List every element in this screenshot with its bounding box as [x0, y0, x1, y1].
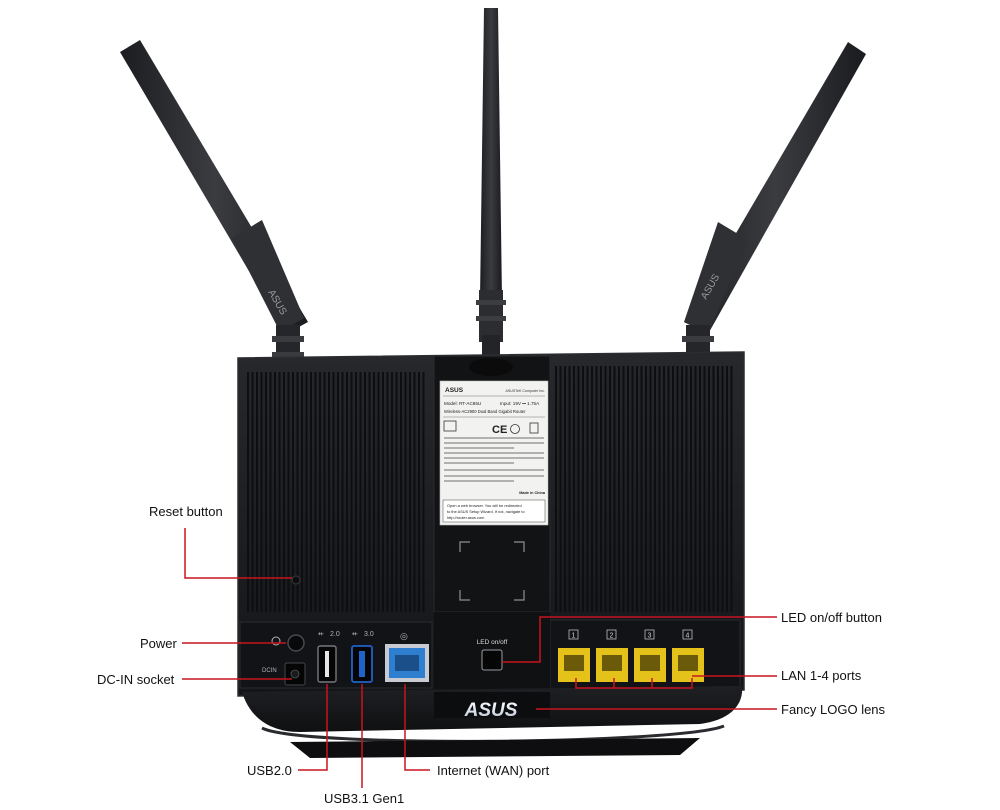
- power-icon: [271, 636, 281, 646]
- sticker-made-in: Made in China: [519, 491, 546, 495]
- callout-usb3: USB3.1 Gen1: [324, 791, 405, 806]
- lan-port-1[interactable]: 1: [558, 629, 590, 682]
- lan-port-socket: [564, 655, 584, 671]
- lan-port-socket: [602, 655, 622, 671]
- sticker-input: Input: 19V ⎓ 1.75A: [500, 401, 540, 406]
- usb3-icon: ⇷: [352, 631, 358, 638]
- sticker-setup-line-2: to the ASUS Setup Wizard. If not, naviga…: [447, 509, 525, 514]
- lan-port-socket: [640, 655, 660, 671]
- callout-usb2: USB2.0: [247, 763, 292, 778]
- power-button[interactable]: [271, 634, 305, 652]
- lan-port-group: 1 2 3 4: [558, 629, 704, 682]
- vent-grille-right: [555, 366, 733, 612]
- lan-port-socket: [678, 655, 698, 671]
- corner-marks: [459, 541, 525, 601]
- fcc-mark-icon: [443, 420, 457, 432]
- usb2-port[interactable]: ⇷ 2.0: [317, 631, 340, 683]
- callout-led-button: LED on/off button: [781, 610, 882, 625]
- wan-port[interactable]: ◎: [385, 632, 429, 682]
- callout-logo-lens: Fancy LOGO lens: [781, 702, 886, 717]
- vent-grille-left: [247, 372, 425, 612]
- led-button-marking: LED on/off: [477, 639, 508, 646]
- right-antenna: ASUS: [682, 42, 866, 381]
- lan-port-number-box: [644, 629, 655, 640]
- callout-line: [404, 684, 430, 771]
- callout-line: [575, 678, 693, 689]
- lan-port-3[interactable]: 3: [634, 629, 666, 682]
- usb2-marking: 2.0: [330, 631, 340, 638]
- sticker-setup-line-3: http://router.asus.com: [447, 515, 484, 520]
- lan-port-number-box: [682, 629, 693, 640]
- weee-bin-icon: [529, 422, 539, 434]
- sticker-description: Wireless-AC2900 Dual Band Gigabit Router: [444, 409, 526, 414]
- usb-icon: ⇷: [318, 631, 324, 638]
- sticker-brand: ASUS: [445, 387, 464, 394]
- callout-power: Power: [140, 636, 177, 651]
- dc-in-marking: DCIN: [262, 668, 277, 674]
- sticker-setup-line-1: Open a web browser. You will be redirect…: [447, 503, 522, 508]
- sticker-fine-print: [444, 437, 544, 482]
- callout-wan-port: Internet (WAN) port: [437, 763, 550, 778]
- left-antenna: ASUS: [120, 40, 308, 381]
- lan-port-number: 3: [648, 633, 652, 640]
- reset-button[interactable]: [291, 575, 301, 585]
- alert-mark-icon: [510, 424, 520, 434]
- label-sticker: ASUS ASUSTeK Computer Inc. Model: RT-AC8…: [439, 380, 549, 526]
- usb3-marking: 3.0: [364, 631, 374, 638]
- led-toggle-button[interactable]: LED on/off: [477, 639, 508, 671]
- logo-lens: ASUS: [464, 700, 518, 721]
- sticker-model: Model: RT-AC86U: [444, 401, 481, 406]
- lan-port-number: 1: [572, 633, 576, 640]
- callout-lan-ports: LAN 1-4 ports: [781, 668, 862, 683]
- usb3-port[interactable]: ⇷ 3.0: [351, 631, 374, 683]
- callout-dc-in-socket: DC-IN socket: [97, 672, 175, 687]
- sticker-manufacturer: ASUSTeK Computer Inc.: [505, 389, 545, 393]
- ce-mark-icon: CE: [492, 424, 507, 436]
- lan-port-number-box: [568, 629, 579, 640]
- lan-port-number-box: [606, 629, 617, 640]
- callout-line: [298, 684, 328, 771]
- callout-line: [502, 616, 777, 663]
- router-base: ASUS: [242, 686, 743, 758]
- center-antenna: [476, 8, 506, 375]
- callout-lines: [182, 528, 777, 788]
- callout-line: [184, 528, 292, 579]
- lan-port-2[interactable]: 2: [596, 629, 628, 682]
- globe-icon: ◎: [400, 632, 408, 642]
- lan-port-number: 4: [686, 633, 690, 640]
- callout-reset-button: Reset button: [149, 504, 223, 519]
- lan-port-number: 2: [610, 633, 614, 640]
